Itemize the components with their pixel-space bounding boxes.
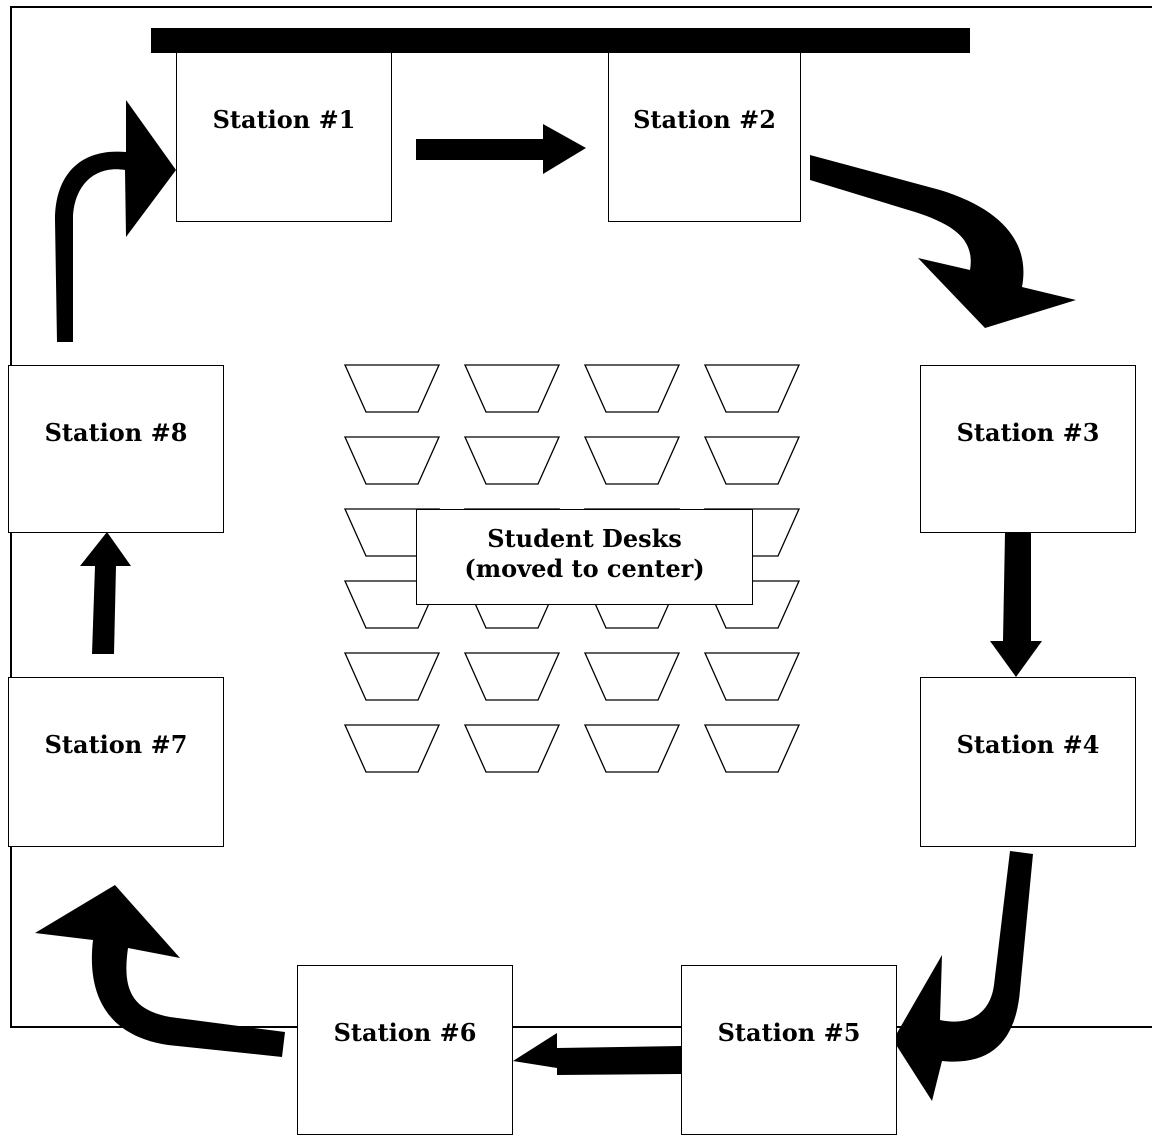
student-desk	[343, 436, 441, 485]
station-7: Station #7	[8, 677, 224, 847]
arrow-station8-to-station1	[55, 100, 176, 342]
arrow-station5-to-station6-shaft	[557, 1049, 681, 1075]
arrow-station1-to-station2	[416, 124, 586, 174]
student-desk	[703, 436, 801, 485]
station-2: Station #2	[608, 52, 801, 222]
student-desk	[703, 652, 801, 701]
student-desk	[343, 364, 441, 413]
station-7-label: Station #7	[44, 730, 188, 759]
station-5-label: Station #5	[717, 1018, 861, 1047]
arrow-station3-to-station4	[990, 533, 1042, 677]
arrow-station4-to-station5	[893, 851, 1033, 1101]
student-desk	[463, 436, 561, 485]
station-8-label: Station #8	[44, 418, 188, 447]
student-desk	[583, 724, 681, 773]
student-desk	[463, 724, 561, 773]
student-desk	[463, 364, 561, 413]
student-desk	[583, 364, 681, 413]
desk-label-line-1: Student Desks	[487, 524, 682, 553]
station-2-label: Station #2	[633, 105, 776, 134]
student-desk	[583, 652, 681, 701]
station-6-label: Station #6	[333, 1018, 477, 1047]
station-1: Station #1	[176, 52, 392, 222]
arrow-station7-to-station8	[80, 532, 131, 654]
desk-label-line-2: (moved to center)	[464, 554, 705, 583]
station-4: Station #4	[920, 677, 1136, 847]
student-desk	[343, 652, 441, 701]
whiteboard	[151, 28, 970, 53]
student-desk	[463, 652, 561, 701]
student-desk	[703, 724, 801, 773]
station-3-label: Station #3	[956, 418, 1100, 447]
station-6: Station #6	[297, 965, 513, 1135]
station-4-label: Station #4	[956, 730, 1100, 759]
station-1-label: Station #1	[212, 105, 356, 134]
student-desks-label: Student Desks (moved to center)	[416, 509, 753, 605]
arrow-station6-to-station7	[35, 885, 285, 1057]
station-8: Station #8	[8, 365, 224, 533]
station-5: Station #5	[681, 965, 897, 1135]
student-desk	[703, 364, 801, 413]
arrow-station2-to-station3	[810, 155, 1076, 328]
student-desk	[343, 724, 441, 773]
student-desk	[343, 580, 441, 629]
station-3: Station #3	[920, 365, 1136, 533]
student-desk	[583, 436, 681, 485]
